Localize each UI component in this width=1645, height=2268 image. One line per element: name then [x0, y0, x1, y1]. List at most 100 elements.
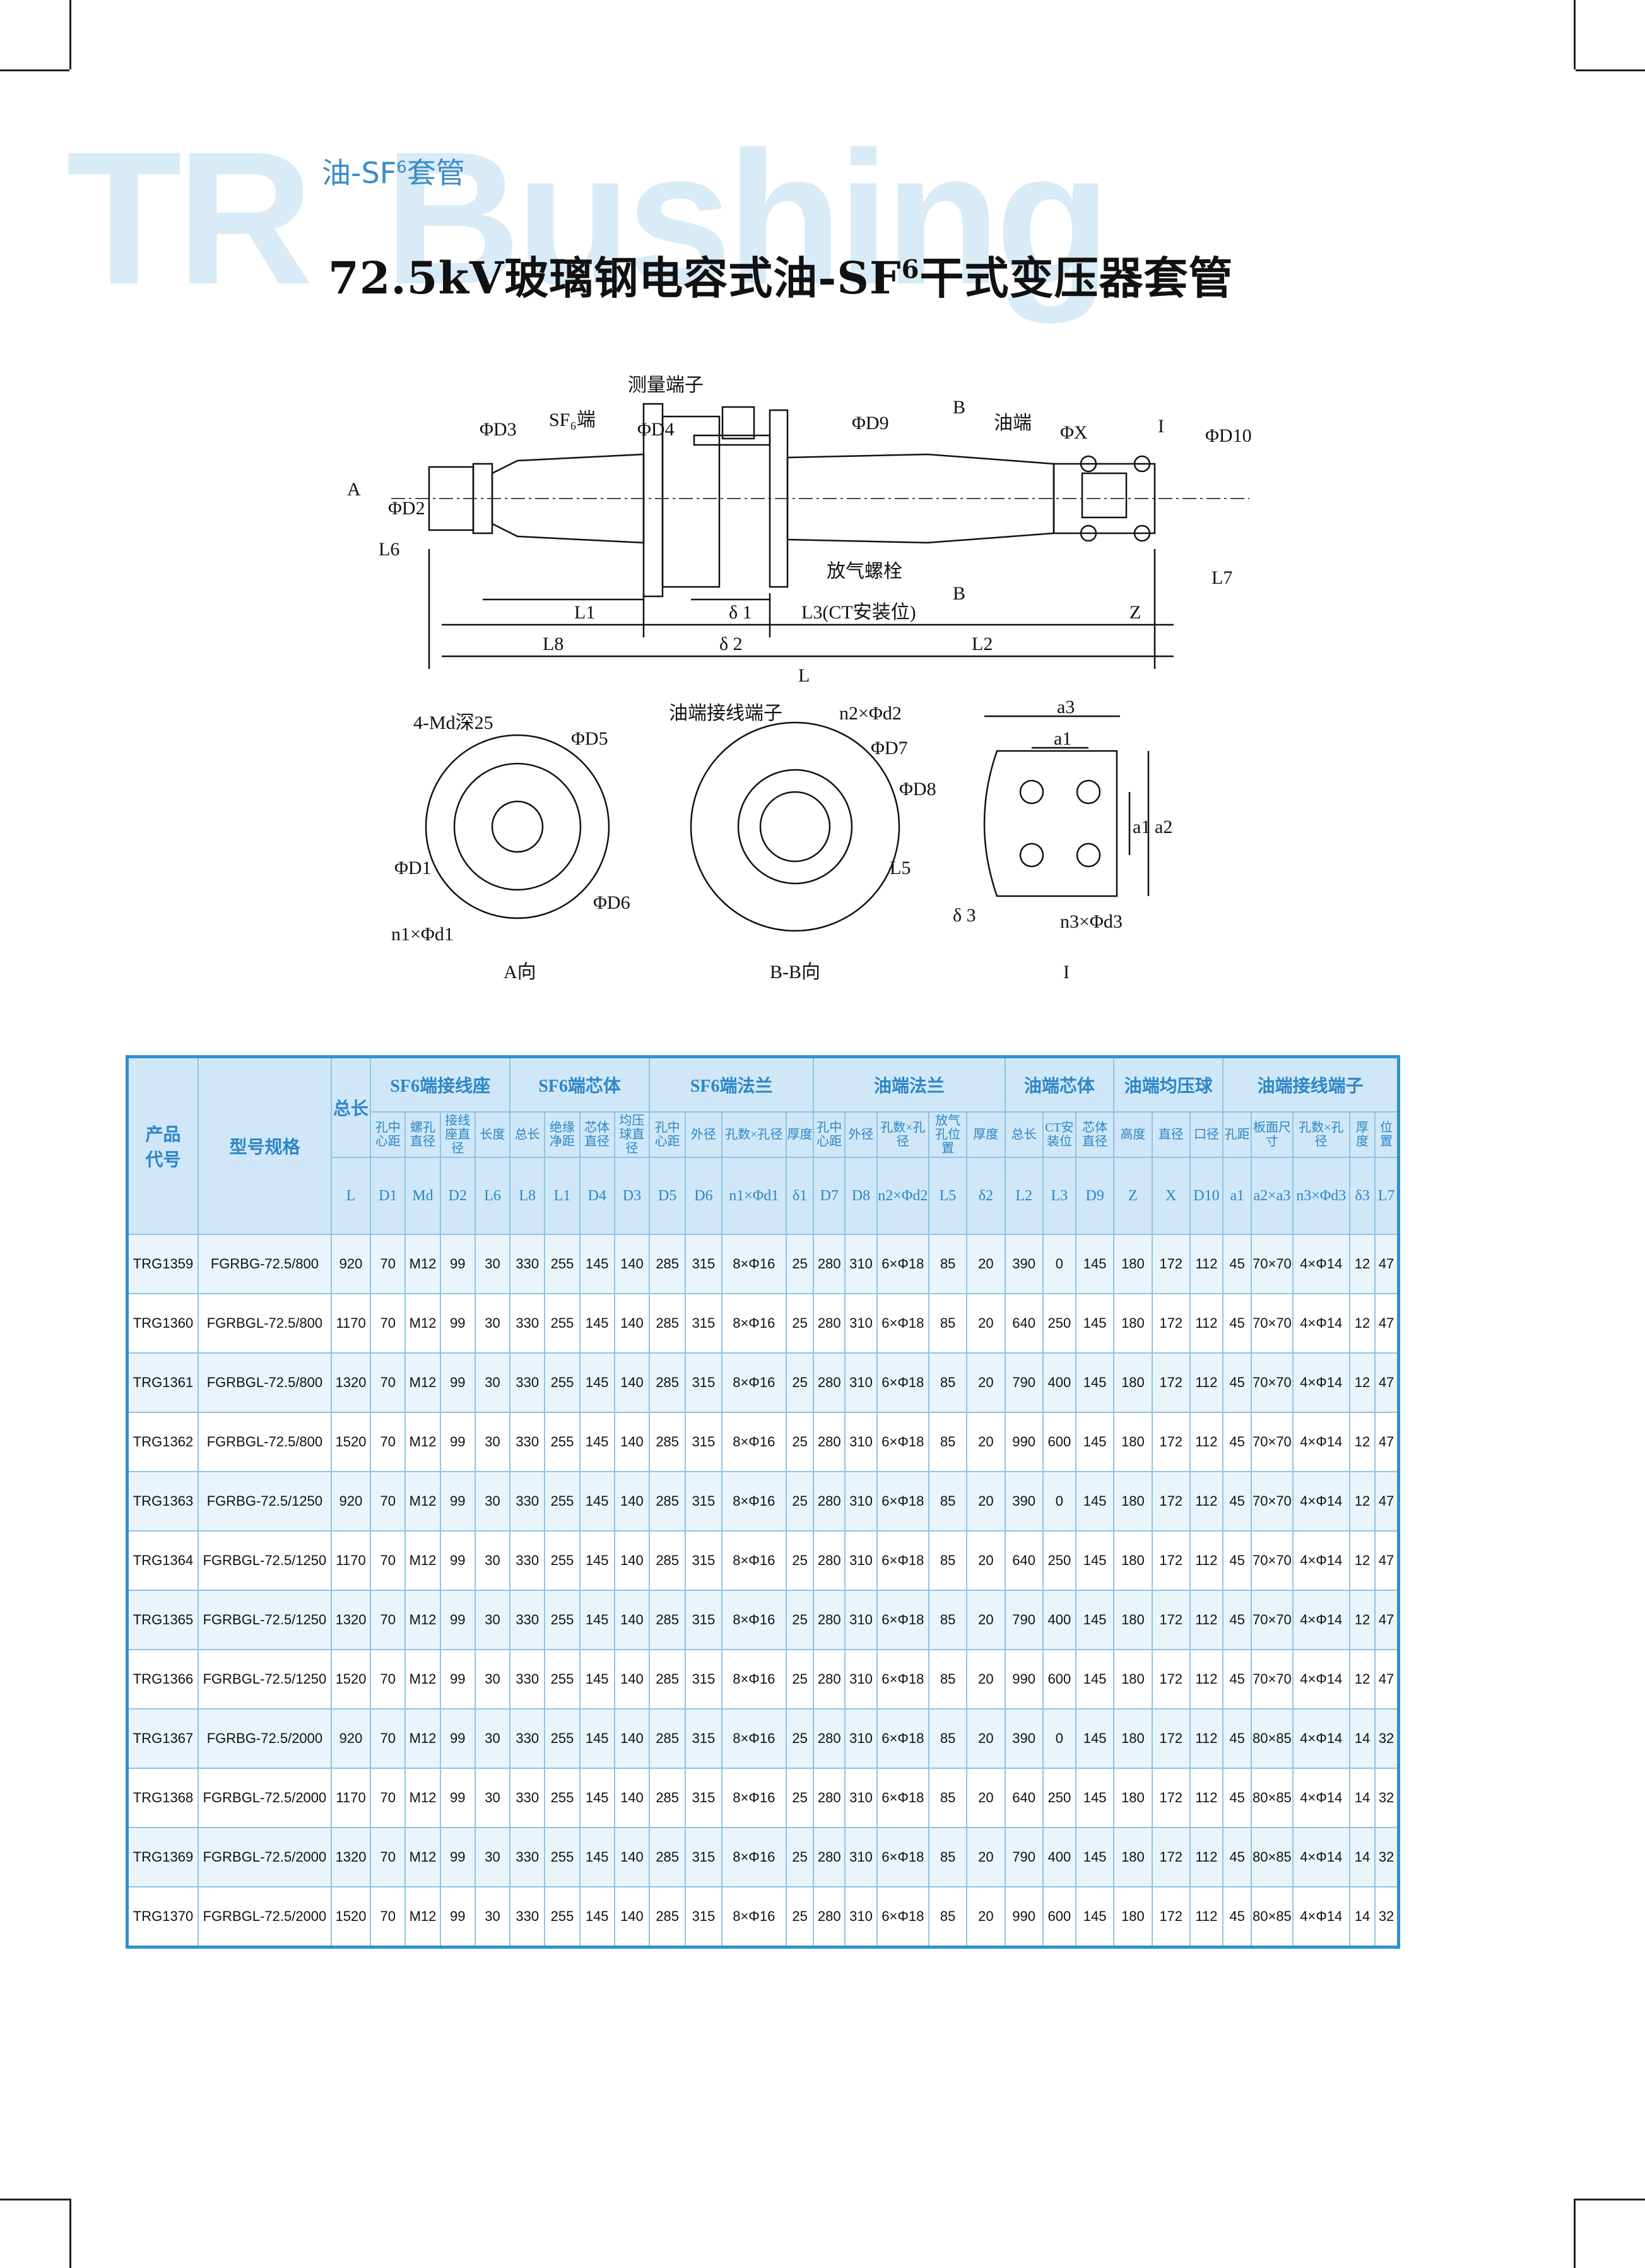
- label-l6: L6: [379, 539, 399, 560]
- header-group: 油端接线端子: [1222, 1056, 1400, 1113]
- cell-value: 255: [544, 1649, 581, 1710]
- label-l1: L1: [574, 602, 595, 623]
- cell-value: 1320: [330, 1590, 372, 1650]
- cell-value: 99: [439, 1293, 476, 1354]
- header-subfield: 总长: [509, 1111, 546, 1158]
- cell-value: 145: [1075, 1708, 1115, 1769]
- cell-value: 6×Φ18: [876, 1886, 929, 1948]
- header-subfield: 厚度: [785, 1111, 815, 1158]
- label-view-bb: B-B向: [770, 962, 820, 983]
- cell-value: 145: [579, 1234, 615, 1294]
- cell-value: 25: [785, 1352, 815, 1413]
- cell-value: 30: [474, 1234, 511, 1294]
- cell-value: M12: [404, 1471, 441, 1532]
- cell-value: M12: [404, 1293, 441, 1354]
- cell-value: 140: [613, 1649, 651, 1710]
- cell-value: 280: [813, 1590, 846, 1650]
- cell-value: 330: [509, 1412, 546, 1472]
- cell-value: 280: [813, 1827, 846, 1887]
- cell-value: 6×Φ18: [876, 1412, 929, 1472]
- label-l5: L5: [890, 858, 911, 878]
- cell-value: 99: [439, 1412, 476, 1472]
- cell-value: 255: [544, 1530, 581, 1591]
- cell-value: 172: [1151, 1471, 1191, 1532]
- cell-value: 920: [330, 1471, 372, 1532]
- cell-value: 145: [1075, 1590, 1115, 1650]
- cell-value: 8×Φ16: [721, 1234, 787, 1294]
- label-d9: ΦD9: [852, 413, 889, 434]
- cell-value: 1320: [330, 1352, 372, 1413]
- cell-value: 112: [1189, 1352, 1224, 1413]
- cell-value: 145: [1075, 1649, 1115, 1710]
- cell-value: 145: [1075, 1293, 1115, 1354]
- cell-value: 25: [785, 1234, 815, 1294]
- cell-value: 112: [1189, 1471, 1224, 1532]
- label-a1-top: a1: [1054, 728, 1071, 749]
- cell-value: 145: [1075, 1768, 1115, 1828]
- cell-value: 70: [370, 1471, 406, 1532]
- cell-value: 85: [928, 1530, 968, 1591]
- cell-value: 99: [439, 1590, 476, 1650]
- cell-value: 145: [1075, 1471, 1115, 1532]
- cell-value: 285: [649, 1649, 687, 1710]
- cell-value: 85: [928, 1649, 968, 1710]
- cell-value: 70×70: [1251, 1590, 1294, 1650]
- cell-value: 25: [785, 1768, 815, 1828]
- cell-value: 45: [1222, 1471, 1253, 1532]
- cell-model: FGRBGL-72.5/1250: [197, 1590, 332, 1650]
- cell-value: 145: [1075, 1412, 1115, 1472]
- cell-value: 70: [370, 1886, 406, 1948]
- cell-value: 112: [1189, 1886, 1224, 1948]
- cell-value: 47: [1374, 1471, 1400, 1532]
- cell-value: 20: [966, 1649, 1006, 1710]
- cell-value: 285: [649, 1886, 687, 1948]
- cell-value: 30: [474, 1293, 511, 1354]
- cell-value: 30: [474, 1471, 511, 1532]
- cell-value: 4×Φ14: [1292, 1412, 1350, 1472]
- cell-value: 310: [844, 1234, 878, 1294]
- cell-value: 140: [613, 1352, 651, 1413]
- label-n2d2: n2×Φd2: [839, 703, 902, 724]
- cell-value: 12: [1348, 1590, 1376, 1650]
- cell-value: 70: [370, 1352, 406, 1413]
- cell-value: 255: [544, 1590, 581, 1650]
- cell-value: 1170: [330, 1768, 372, 1828]
- cell-value: 1520: [330, 1886, 372, 1948]
- cell-value: 70: [370, 1412, 406, 1472]
- title-subscript: 6: [901, 254, 920, 285]
- cell-value: 145: [579, 1590, 615, 1650]
- header-symbol: n2×Φd2: [876, 1157, 929, 1235]
- cell-value: 180: [1113, 1234, 1153, 1294]
- cell-value: 112: [1189, 1768, 1224, 1828]
- cell-model: FGRBGL-72.5/1250: [197, 1649, 332, 1710]
- cell-value: 32: [1374, 1708, 1400, 1769]
- cell-value: 600: [1042, 1886, 1077, 1948]
- cell-value: 14: [1348, 1886, 1376, 1948]
- label-d8: ΦD8: [899, 779, 936, 800]
- header-group: 油端均压球: [1113, 1056, 1224, 1113]
- cell-value: 25: [785, 1827, 815, 1887]
- header-subfield: 放气孔位置: [928, 1111, 968, 1158]
- cell-value: 6×Φ18: [876, 1590, 929, 1650]
- header-subfield: 孔距: [1222, 1111, 1253, 1158]
- cell-value: 12: [1348, 1412, 1376, 1472]
- label-d10: ΦD10: [1205, 425, 1252, 446]
- cell-value: 315: [685, 1590, 722, 1650]
- cell-value: 285: [649, 1234, 687, 1294]
- cell-product-code: TRG1370: [126, 1886, 199, 1948]
- cell-value: 285: [649, 1590, 687, 1650]
- cell-value: 70×70: [1251, 1293, 1294, 1354]
- label-delta1: δ 1: [729, 602, 752, 623]
- cell-value: 330: [509, 1649, 546, 1710]
- header-model: 型号规格: [197, 1056, 332, 1235]
- cell-value: 12: [1348, 1471, 1376, 1532]
- cell-value: M12: [404, 1649, 441, 1710]
- cell-value: 310: [844, 1352, 878, 1413]
- header-subfield: 孔数×孔径: [1292, 1111, 1350, 1158]
- cell-value: 85: [928, 1886, 968, 1948]
- cell-value: 30: [474, 1886, 511, 1948]
- cell-value: 6×Φ18: [876, 1352, 929, 1413]
- label-sf6-end: SF₆端: [549, 410, 596, 430]
- cell-value: 47: [1374, 1649, 1400, 1710]
